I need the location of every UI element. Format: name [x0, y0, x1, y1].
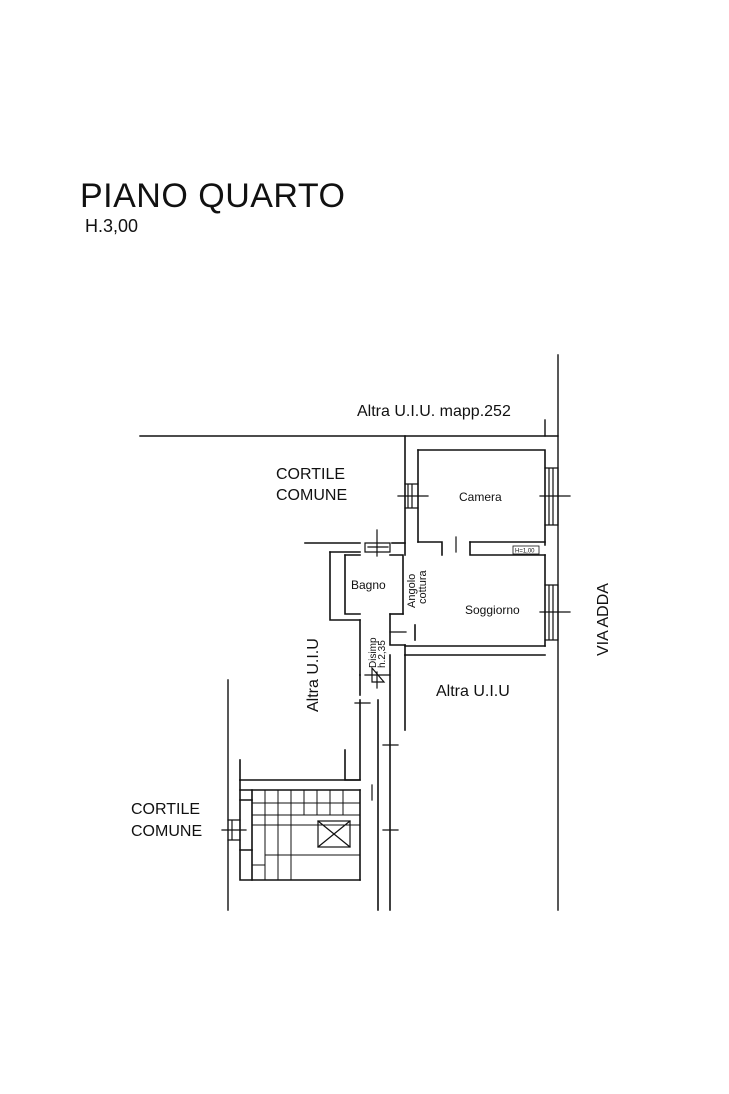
window-icons — [221, 467, 571, 841]
boundary-lines — [139, 354, 559, 911]
apartment-walls — [239, 435, 546, 911]
page-title: PIANO QUARTO — [80, 177, 345, 215]
label-courtyard-top-2: COMUNE — [276, 487, 347, 504]
room-camera: Camera — [459, 490, 502, 504]
label-courtyard-bottom-1: CORTILE — [131, 801, 200, 818]
height-tag-text: H=1,00 — [515, 549, 535, 555]
room-bagno: Bagno — [351, 578, 386, 592]
label-neighbor-right: Altra U.I.U — [436, 683, 510, 700]
room-angolo: Angolo — [406, 574, 418, 608]
room-soggiorno: Soggiorno — [465, 603, 520, 617]
stair-treads — [251, 789, 361, 881]
label-street: VIA ADDA — [595, 583, 612, 656]
height-tag — [512, 545, 540, 555]
lift-icon — [317, 820, 351, 848]
label-neighbor-left: Altra U.I.U — [305, 638, 322, 712]
floor-height: H.3,00 — [85, 216, 138, 236]
label-courtyard-bottom-2: COMUNE — [131, 823, 202, 840]
room-cottura: cottura — [417, 569, 429, 604]
label-courtyard-top-1: CORTILE — [276, 466, 345, 483]
room-disimp: Disimp — [368, 637, 379, 668]
label-neighbor-top: Altra U.I.U. mapp.252 — [357, 403, 511, 420]
room-disimp-height: h.2,35 — [377, 640, 388, 668]
